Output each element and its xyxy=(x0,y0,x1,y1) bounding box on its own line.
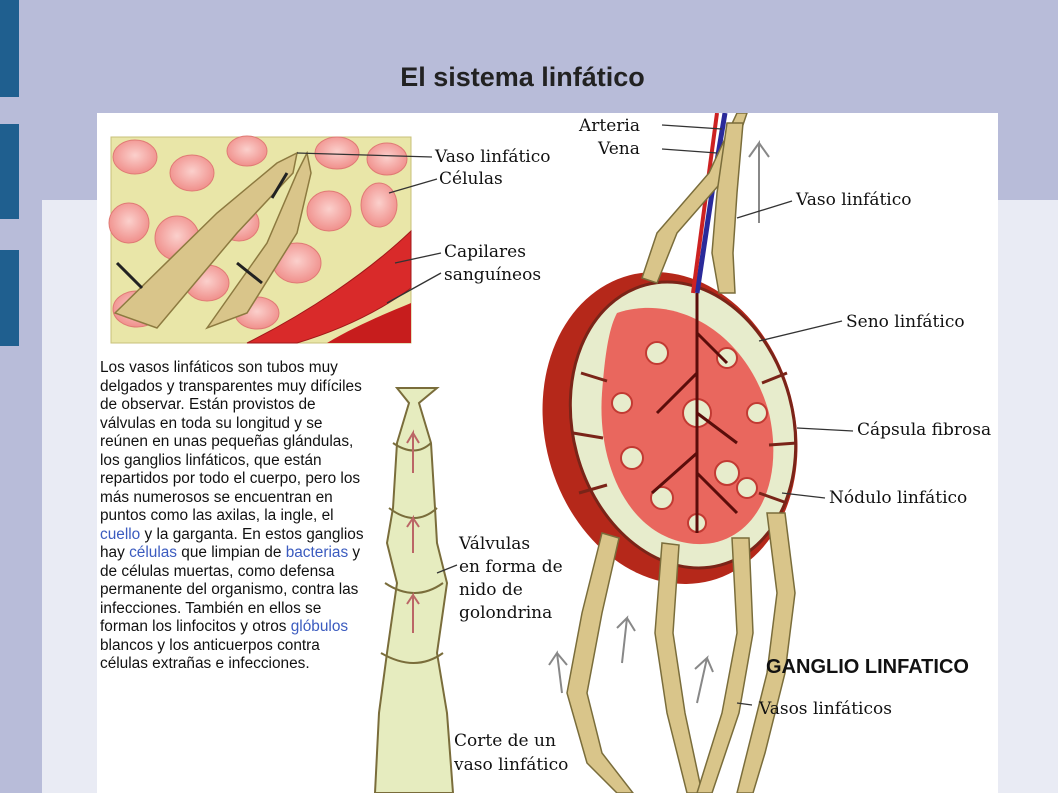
label-capsula-fibrosa: Cápsula fibrosa xyxy=(857,420,992,440)
description-text-4: y de células muertas, como defensa perma… xyxy=(100,544,361,635)
description-text-2: y la garganta. En estos ganglios hay xyxy=(100,525,364,562)
label-vasos-linfaticos: Vasos linfáticos xyxy=(759,699,892,719)
label-sanguineos: sanguíneos xyxy=(444,265,542,285)
link-cuello[interactable]: cuello xyxy=(100,525,141,543)
node-bottom-vessels xyxy=(548,512,796,793)
description-text-5: blancos y los anticuerpos contra células… xyxy=(100,636,320,673)
label-vaso-linfatico-node: Vaso linfático xyxy=(796,190,912,210)
ganglio-heading: GANGLIO LINFATICO xyxy=(766,656,969,678)
diagram-illustration xyxy=(108,113,854,793)
description-text-3: que limpian de xyxy=(177,544,286,561)
label-valvulas: Válvulas xyxy=(459,534,531,554)
side-bar-1 xyxy=(0,0,19,97)
valve-vessel xyxy=(373,387,455,793)
label-celulas: Células xyxy=(439,169,503,189)
label-arteria: Arteria xyxy=(579,116,640,136)
label-nido-de: nido de xyxy=(459,580,523,600)
node-nodules xyxy=(611,341,768,533)
tissue-inset xyxy=(108,135,412,344)
node-top-vessels xyxy=(641,113,770,294)
node-trabeculae xyxy=(572,371,798,505)
label-golondrina: golondrina xyxy=(459,603,553,623)
label-vena: Vena xyxy=(598,139,640,159)
label-nodulo-linfatico: Nódulo linfático xyxy=(829,488,968,508)
lymphatic-diagram: Vaso linfático Células Capilares sanguín… xyxy=(97,113,998,793)
label-corte-de-un: Corte de un xyxy=(454,731,556,751)
label-en-forma-de: en forma de xyxy=(459,557,563,577)
side-bar-3 xyxy=(0,250,19,346)
description-paragraph: Los vasos linfáticos son tubos muy delga… xyxy=(100,359,368,674)
side-bar-2 xyxy=(0,124,19,219)
link-celulas[interactable]: células xyxy=(129,544,178,561)
label-seno-linfatico: Seno linfático xyxy=(846,312,965,332)
inset-leader-lines xyxy=(296,152,442,304)
lymph-node xyxy=(542,271,798,585)
slide-title: El sistema linfático xyxy=(400,62,645,92)
label-vaso-linfatico-inset: Vaso linfático xyxy=(435,147,551,167)
description-text-1: Los vasos linfáticos son tubos muy delga… xyxy=(100,359,362,524)
label-capilares: Capilares xyxy=(444,242,526,262)
link-globulos[interactable]: glóbulos xyxy=(290,618,349,635)
link-bacterias[interactable]: bacterias xyxy=(285,544,349,561)
node-leader-lines xyxy=(661,124,854,706)
label-vaso-linfatico-corte: vaso linfático xyxy=(454,755,569,775)
valve-leader xyxy=(436,564,458,574)
